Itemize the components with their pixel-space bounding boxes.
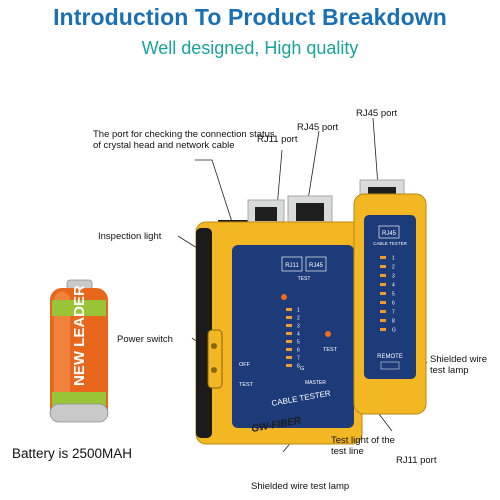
led-indicator	[286, 364, 292, 367]
callout-rj11-top: RJ11 port	[257, 134, 298, 145]
callout-rj45-top-left: RJ45 port	[297, 122, 339, 133]
led-indicator	[286, 316, 292, 319]
page-subtitle: Well designed, High quality	[141, 38, 359, 58]
main-test-side-label: TEST	[239, 382, 254, 388]
main-g-label: G	[300, 366, 304, 372]
battery-caption: Battery is 2500MAH	[12, 446, 133, 461]
callout-shielded-lamp-bottom: Shielded wire test lamp	[251, 481, 350, 492]
led-number: 6	[297, 348, 300, 354]
main-rj45-label: RJ45	[309, 263, 324, 269]
led-number: 5	[297, 340, 300, 346]
callout-test-light: Test light of the test line	[331, 435, 395, 457]
main-test-right-label: TEST	[323, 347, 338, 353]
remote-panel-label: CABLE TESTER	[373, 241, 407, 246]
callout-rj45-top-right: RJ45 port	[356, 108, 398, 119]
led-number: 1	[392, 256, 395, 262]
battery: NEW LEADER	[49, 279, 109, 423]
main-test-label: TEST	[298, 276, 311, 282]
led-indicator	[380, 301, 386, 304]
led-indicator	[380, 328, 386, 331]
led-number: 1	[297, 308, 300, 314]
led-indicator	[380, 310, 386, 313]
inspection-light	[281, 294, 287, 300]
remote-label: REMOTE	[377, 354, 403, 360]
callout-power-switch: Power switch	[117, 334, 173, 345]
test-led	[325, 331, 331, 337]
main-led-column: 1 2 3 4 5 6 7 8	[286, 308, 300, 370]
callout-port-check: The port for checking the connection sta…	[93, 129, 275, 151]
callout-shielded-lamp-right: Shielded wire test lamp	[430, 354, 488, 376]
remote-led-column: 1 2 3 4 5 6 7 8G	[380, 256, 396, 334]
led-number: 8	[297, 364, 300, 370]
callout-rj11-bottom: RJ11 port	[396, 455, 437, 466]
led-number: 7	[297, 356, 300, 362]
led-indicator	[380, 274, 386, 277]
led-number: G	[392, 328, 396, 334]
led-indicator	[286, 324, 292, 327]
led-indicator	[286, 356, 292, 359]
remote-tester: RJ45 CABLE TESTER 1 2 3 4 5 6 7 8G REMOTE	[353, 179, 427, 415]
main-tester: RJ11 RJ45 TEST OFF TEST TEST MASTER G CA…	[195, 195, 363, 445]
led-indicator	[380, 265, 386, 268]
led-number: 8	[392, 319, 395, 325]
led-indicator	[380, 256, 386, 259]
led-number: 2	[392, 265, 395, 271]
led-indicator	[286, 348, 292, 351]
led-indicator	[380, 283, 386, 286]
led-indicator	[286, 308, 292, 311]
led-number: 7	[392, 310, 395, 316]
battery-brand: NEW LEADER	[71, 285, 88, 386]
led-number: 4	[297, 332, 300, 338]
led-indicator	[380, 319, 386, 322]
led-number: 3	[297, 324, 300, 330]
main-rj11-label: RJ11	[285, 263, 299, 269]
page-title: Introduction To Product Breakdown	[53, 4, 447, 30]
led-number: 3	[392, 274, 395, 280]
led-number: 6	[392, 301, 395, 307]
led-number: 5	[392, 292, 395, 298]
led-indicator	[286, 332, 292, 335]
remote-rj45-label: RJ45	[382, 231, 397, 237]
led-number: 4	[392, 283, 395, 289]
led-number: 2	[297, 316, 300, 322]
led-indicator	[380, 292, 386, 295]
led-indicator	[286, 340, 292, 343]
main-master-label: MASTER	[305, 380, 326, 386]
main-off-label: OFF	[239, 362, 251, 368]
callout-inspection-light: Inspection light	[98, 231, 162, 242]
